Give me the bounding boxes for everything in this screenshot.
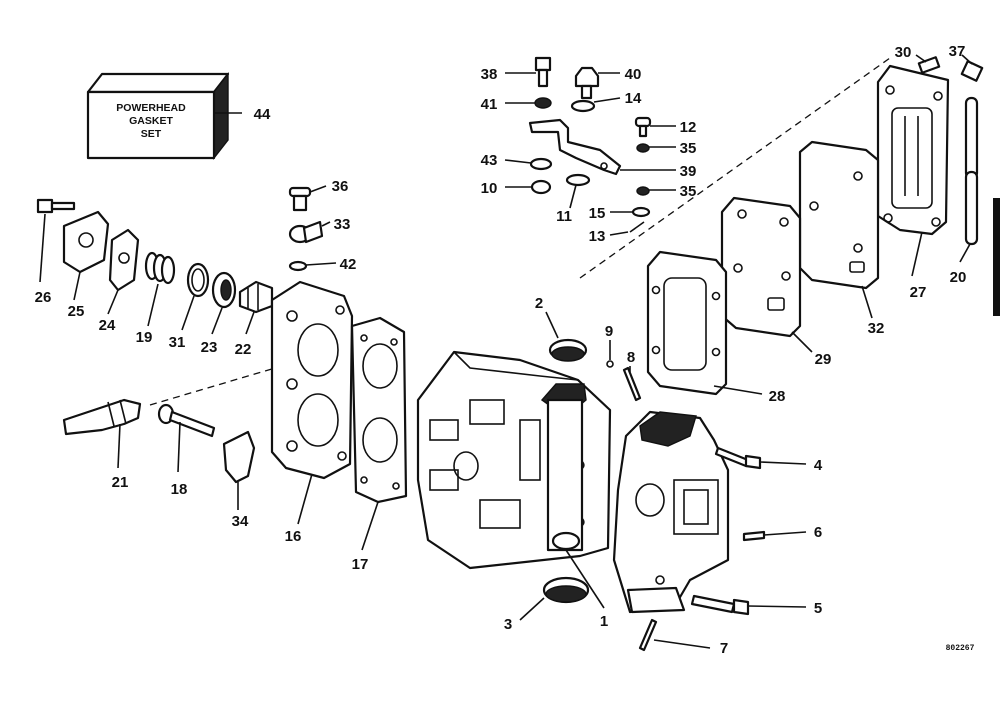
gasket-box-line1: POWERHEAD bbox=[116, 102, 186, 114]
drawing-reference-number: 802267 bbox=[946, 644, 975, 653]
callout-28: 28 bbox=[769, 388, 786, 405]
callout-30: 30 bbox=[895, 44, 912, 61]
callout-7: 7 bbox=[720, 640, 728, 657]
exhaust-cover-gasket bbox=[798, 140, 880, 319]
callout-44: 44 bbox=[254, 106, 271, 123]
callout-20: 20 bbox=[950, 269, 967, 286]
callout-35b: 35 bbox=[680, 183, 697, 200]
callout-5: 5 bbox=[814, 600, 822, 617]
thermostat-switch bbox=[62, 398, 142, 469]
exhaust-plate bbox=[720, 196, 813, 353]
callout-22: 22 bbox=[235, 341, 252, 358]
callout-41: 41 bbox=[481, 96, 498, 113]
callout-43: 43 bbox=[481, 152, 498, 169]
crankcase-half bbox=[612, 410, 807, 616]
callout-38: 38 bbox=[481, 66, 498, 83]
callout-31: 31 bbox=[169, 334, 186, 351]
callouts: 44 38 40 41 14 12 35 43 39 10 35 11 15 1… bbox=[35, 43, 975, 657]
callout-11: 11 bbox=[556, 208, 572, 225]
exhaust-plate-gasket bbox=[646, 250, 763, 396]
alignment-line-cover bbox=[579, 57, 891, 279]
callout-37: 37 bbox=[949, 43, 966, 60]
callout-15: 15 bbox=[589, 205, 606, 222]
throttle-bracket-hardware bbox=[504, 56, 676, 236]
callout-4: 4 bbox=[814, 457, 823, 474]
callout-33: 33 bbox=[334, 216, 351, 233]
callout-35a: 35 bbox=[680, 140, 697, 157]
callout-17: 17 bbox=[352, 556, 369, 573]
cylinder-head-bolt bbox=[157, 403, 216, 473]
callout-36: 36 bbox=[332, 178, 349, 195]
callout-1: 1 bbox=[600, 613, 608, 630]
callout-40: 40 bbox=[625, 66, 642, 83]
callout-10: 10 bbox=[481, 180, 498, 197]
callout-21: 21 bbox=[112, 474, 129, 491]
callout-25: 25 bbox=[68, 303, 85, 320]
seal-bottom bbox=[519, 576, 590, 621]
callout-42: 42 bbox=[340, 256, 357, 273]
callout-9: 9 bbox=[605, 323, 613, 340]
callout-12: 12 bbox=[680, 119, 697, 136]
callout-27: 27 bbox=[910, 284, 927, 301]
gasket-box-line2: GASKET bbox=[129, 115, 173, 127]
callout-3: 3 bbox=[504, 616, 512, 633]
callout-8: 8 bbox=[627, 349, 635, 366]
callout-14: 14 bbox=[625, 90, 642, 107]
callout-39: 39 bbox=[680, 163, 697, 180]
page-edge-tab bbox=[993, 198, 1000, 316]
callout-18: 18 bbox=[171, 481, 188, 498]
callout-26: 26 bbox=[35, 289, 52, 306]
callout-34: 34 bbox=[232, 513, 249, 530]
gasket-box-line3: SET bbox=[141, 128, 162, 140]
callout-13: 13 bbox=[589, 228, 606, 245]
callout-23: 23 bbox=[201, 339, 218, 356]
cylinder-block bbox=[416, 350, 612, 609]
callout-32: 32 bbox=[868, 320, 885, 337]
cylinder-head bbox=[270, 185, 354, 525]
callout-19: 19 bbox=[136, 329, 153, 346]
seal-top bbox=[545, 311, 588, 362]
dowel-pins bbox=[606, 340, 807, 652]
gasket-set-box: POWERHEAD GASKET SET bbox=[86, 71, 242, 161]
callout-2: 2 bbox=[535, 295, 543, 312]
callout-16: 16 bbox=[285, 528, 302, 545]
callout-24: 24 bbox=[99, 317, 116, 334]
head-gasket bbox=[350, 316, 408, 551]
exhaust-cover bbox=[876, 54, 984, 277]
wire-clip bbox=[222, 430, 256, 510]
callout-29: 29 bbox=[815, 351, 832, 368]
alignment-line-port bbox=[149, 367, 276, 406]
callout-6: 6 bbox=[814, 524, 822, 541]
